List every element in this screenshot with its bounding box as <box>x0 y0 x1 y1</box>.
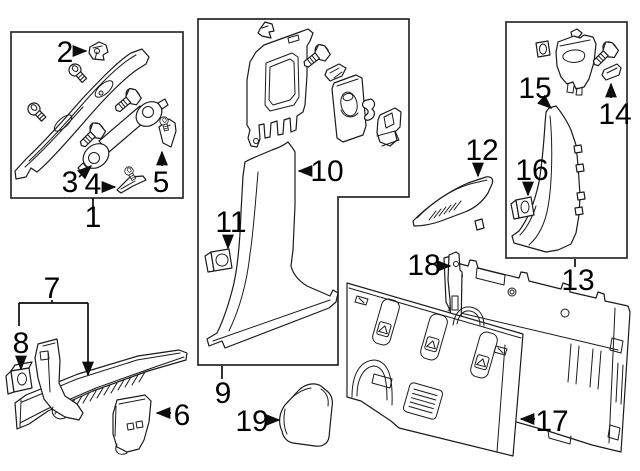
callout-18: 18 <box>407 249 452 282</box>
b-pillar-group <box>204 21 402 349</box>
retainer-clip-g <box>535 40 551 58</box>
belt-guide-hook <box>361 98 376 121</box>
callout-label-5[interactable]: 5 <box>153 166 170 199</box>
callout-label-2[interactable]: 2 <box>57 36 74 69</box>
callout-label-3[interactable]: 3 <box>62 166 79 199</box>
callout-7: 7 <box>18 272 94 377</box>
rear-door-sill-trim-12 <box>412 176 494 231</box>
callout-2: 2 <box>57 36 88 69</box>
callout-11: 11 <box>215 206 247 250</box>
belt-slot <box>420 313 448 361</box>
callout-15: 15 <box>518 72 553 109</box>
callout-label-9[interactable]: 9 <box>215 377 232 410</box>
c-pillar-group <box>510 28 622 253</box>
retainer-clip-top <box>257 21 275 39</box>
callout-19: 19 <box>235 405 281 438</box>
retainer-clip-mid <box>324 63 347 82</box>
callout-3: 3 <box>62 164 93 199</box>
warning-triangle-icon <box>476 358 486 368</box>
callout-6: 6 <box>155 399 191 432</box>
tag-icon <box>493 345 508 356</box>
callout-13: 13 <box>561 259 595 297</box>
callout-label-10[interactable]: 10 <box>310 155 343 188</box>
callout-label-18[interactable]: 18 <box>407 249 440 282</box>
callout-1: 1 <box>85 198 102 234</box>
callout-4: 4 <box>85 168 117 201</box>
group-box-13 <box>505 21 628 259</box>
callout-label-8[interactable]: 8 <box>13 327 30 360</box>
retainer-clip-8 <box>5 361 33 395</box>
callout-label-6[interactable]: 6 <box>174 399 191 432</box>
b-pillar-lower-trim <box>206 141 339 349</box>
wheel-arch-line <box>351 359 393 406</box>
end-bracket-4 <box>116 164 147 194</box>
callout-label-15[interactable]: 15 <box>518 72 551 105</box>
b-pillar-upper-trim <box>246 28 314 148</box>
seat-belt-bezel <box>331 74 367 143</box>
belt-slot <box>372 298 400 346</box>
callout-label-19[interactable]: 19 <box>235 405 268 438</box>
tag-icon <box>354 295 369 306</box>
retainer-clip-16 <box>510 196 535 220</box>
mount-bracket <box>376 107 402 147</box>
retainer-clip-2 <box>88 41 109 61</box>
group-box-9 <box>197 18 410 366</box>
belt-slot <box>470 331 498 379</box>
c-pillar-upper-trim <box>555 28 597 96</box>
callout-16: 16 <box>515 154 549 197</box>
callout-label-1[interactable]: 1 <box>85 201 102 234</box>
callout-label-11[interactable]: 11 <box>215 206 246 239</box>
callout-9: 9 <box>215 366 232 410</box>
group-box-1 <box>10 31 184 199</box>
callout-10: 10 <box>297 155 344 188</box>
callout-5: 5 <box>153 150 170 199</box>
window-cutout <box>264 52 300 112</box>
callout-label-13[interactable]: 13 <box>561 264 594 297</box>
callout-8: 8 <box>13 327 30 371</box>
push-pin-screw-icon <box>24 99 49 124</box>
trim-slot <box>94 80 114 98</box>
callout-14: 14 <box>598 82 632 131</box>
retainer-clip-11 <box>204 248 233 273</box>
warning-triangle-icon <box>426 340 436 350</box>
callout-label-12[interactable]: 12 <box>465 134 498 167</box>
a-pillar-group <box>14 41 177 194</box>
callout-label-17[interactable]: 17 <box>535 405 568 438</box>
warning-triangle-icon <box>378 325 388 335</box>
trim-slot <box>53 114 73 132</box>
back-panel-trim-front <box>346 282 524 457</box>
callout-label-7[interactable]: 7 <box>44 272 61 305</box>
access-cover-6 <box>112 394 152 455</box>
cowl-kick-panel <box>34 338 84 421</box>
callout-12: 12 <box>465 134 499 178</box>
callout-label-16[interactable]: 16 <box>515 154 548 187</box>
access-cover-5 <box>158 115 177 148</box>
callout-label-4[interactable]: 4 <box>85 168 102 201</box>
door-sill-scuff-plate <box>14 349 188 430</box>
flat-bracket-14 <box>601 63 622 81</box>
cowl-side-cover-19 <box>279 383 333 447</box>
callout-label-14[interactable]: 14 <box>598 98 631 131</box>
vent-grille <box>402 382 444 420</box>
callout-17: 17 <box>519 405 569 438</box>
